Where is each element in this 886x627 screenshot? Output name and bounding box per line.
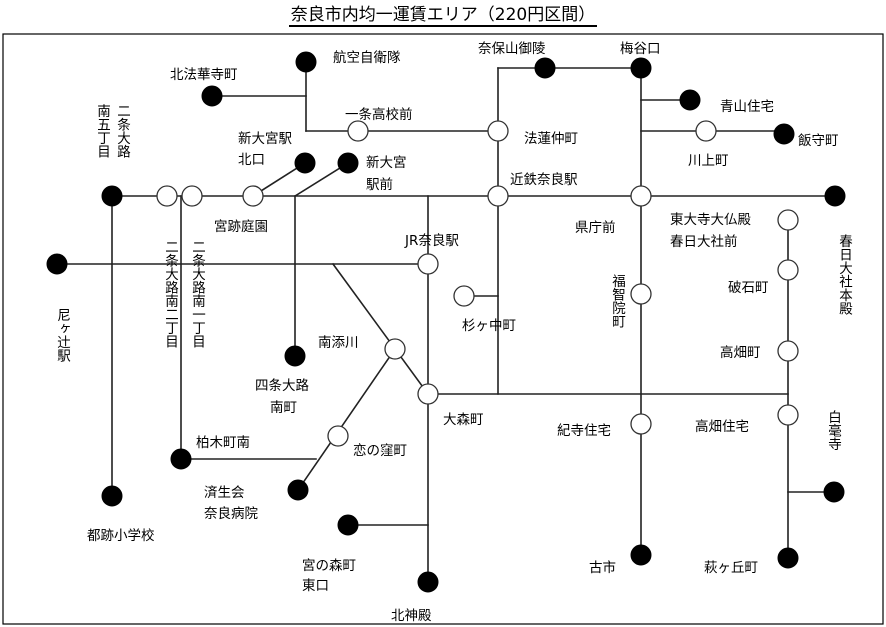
label-takabatake-j: 高畑住宅 — [695, 418, 749, 435]
terminal-niigatsuji — [46, 253, 68, 275]
terminal-shijo-ooji — [284, 345, 306, 367]
label-furuichi: 古市 — [589, 559, 616, 576]
terminal-nijo-minami5 — [101, 185, 123, 207]
label-saiseikai: 済生会 — [204, 485, 245, 501]
label-shijo-ooji2: 南町 — [270, 400, 297, 416]
label-miyato: 宮跡庭園 — [214, 218, 268, 235]
terminal-umedani — [630, 57, 652, 79]
label-todaiji2: 春日大社前 — [670, 233, 738, 250]
stop-todaiji — [777, 209, 799, 231]
label-umedani: 梅谷口 — [620, 41, 661, 57]
label-oomori: 大森町 — [443, 412, 484, 428]
label-shinomiya-mae2: 駅前 — [366, 176, 393, 193]
route-lines — [56, 61, 836, 583]
stop-hokke-naka — [487, 120, 509, 142]
terminal-iimori — [773, 123, 795, 145]
stop-kencho — [630, 185, 652, 207]
terminal-kashiwagi — [170, 448, 192, 470]
terminal-nara-hoyama — [534, 57, 556, 79]
label-kashiwagi: 柏木町南 — [196, 435, 250, 451]
label-kidera: 紀寺住宅 — [557, 423, 611, 439]
terminal-miyakoato — [101, 485, 123, 507]
stop-sugigaya — [453, 285, 475, 307]
label-nijo-minami2: 二条大路南二丁目 — [162, 240, 179, 348]
label-ichijo-koko: 一条高校前 — [345, 106, 413, 123]
terminal-hagigaoka — [777, 547, 799, 569]
label-koinokubo: 恋の窪町 — [353, 442, 407, 459]
terminal-stops — [46, 51, 846, 593]
label-haishi: 破石町 — [728, 280, 769, 296]
stop-takabatake-j — [777, 404, 799, 426]
label-saiseikai2: 奈良病院 — [204, 506, 258, 522]
stop-takabatake — [777, 340, 799, 362]
open-stops — [156, 120, 799, 447]
stop-kintetsu-nara — [487, 185, 509, 207]
label-hukuchiin: 福智院町 — [609, 274, 626, 329]
label-sugigaya: 杉ヶ中町 — [462, 318, 516, 334]
label-hagigaoka: 萩ヶ丘町 — [704, 560, 758, 576]
stop-minami-sogawa — [384, 338, 406, 360]
label-byakugoji: 白毫寺 — [825, 410, 842, 451]
stop-nijo-minami1 — [181, 185, 203, 207]
stop-oomori — [417, 383, 439, 405]
label-jr-nara: JR奈良駅 — [404, 233, 459, 249]
stop-kidera — [630, 413, 652, 435]
label-shinomiya-kita2: 北口 — [238, 152, 265, 168]
label-shinomiya-mae: 新大宮 — [366, 155, 407, 171]
route-diagonal-oomori — [331, 262, 430, 396]
label-shijo-ooji: 四条大路 — [255, 377, 309, 394]
label-kitahokkeji: 北法華寺町 — [170, 67, 238, 83]
label-shinomiya-kita: 新大宮駅 — [238, 131, 292, 147]
terminal-kasuga — [824, 185, 846, 207]
page-title: 奈良市内均一運賃エリア（220円区間） — [0, 4, 886, 27]
terminal-shinomiya-mae — [337, 152, 359, 174]
title-text: 奈良市内均一運賃エリア（220円区間） — [288, 5, 598, 27]
label-nijo-minami1: 二条大路南一丁目 — [189, 240, 206, 348]
label-hokke-naka: 法蓮仲町 — [524, 131, 578, 147]
terminal-saiseikai — [287, 479, 309, 501]
stop-ichijo-koko — [347, 120, 369, 142]
label-nijo-minami5: 南五丁目 — [94, 104, 111, 159]
label-kasuga-taisha: 春日大社本殿 — [836, 234, 853, 316]
label-nijo-ooji: 二条大路 — [114, 104, 131, 158]
label-iimori: 飯守町 — [798, 133, 839, 149]
map-frame — [2, 33, 884, 625]
stop-hukuchiin — [630, 283, 652, 305]
stop-haishi — [777, 259, 799, 281]
label-kitakamitono: 北神殿 — [391, 608, 432, 624]
label-nara-hoyama: 奈保山御陵 — [478, 41, 546, 57]
terminal-kitahokkeji — [201, 85, 223, 107]
stop-nijo-minami2 — [156, 185, 178, 207]
label-todaiji: 東大寺大仏殿 — [670, 212, 751, 228]
stop-kawakami — [695, 120, 717, 142]
stop-jr-nara — [417, 253, 439, 275]
label-miyanomori: 宮の森町 — [302, 558, 356, 574]
terminal-aoyama — [679, 89, 701, 111]
route-diagonal-saiseikai — [296, 347, 397, 492]
label-koku-jiei: 航空自衛隊 — [333, 50, 401, 66]
stop-koinokubo — [327, 425, 349, 447]
label-kintetsu-nara: 近鉄奈良駅 — [510, 172, 578, 188]
terminal-miyanomori — [337, 514, 359, 536]
label-niigatsuji: 尼ヶ辻駅 — [54, 308, 71, 362]
label-kencho: 県庁前 — [575, 219, 616, 236]
terminal-shinomiya-kita — [294, 152, 316, 174]
terminal-kitakamitono — [417, 571, 439, 593]
terminal-koku-jiei — [295, 51, 317, 73]
terminal-byakugoji — [823, 481, 845, 503]
terminal-furuichi — [630, 544, 652, 566]
label-miyakoato: 都跡小学校 — [87, 527, 155, 544]
label-kawakami: 川上町 — [688, 153, 729, 169]
label-takabatake: 高畑町 — [720, 344, 761, 361]
label-miyanomori2: 東口 — [302, 578, 329, 594]
stop-miyato — [242, 185, 264, 207]
stop-labels: 航空自衛隊 北法華寺町 奈保山御陵 梅谷口 青山住宅 一条高校前 法蓮仲町 飯守… — [54, 41, 853, 624]
label-minami-sogawa: 南添川 — [318, 335, 359, 351]
label-aoyama: 青山住宅 — [720, 99, 774, 115]
